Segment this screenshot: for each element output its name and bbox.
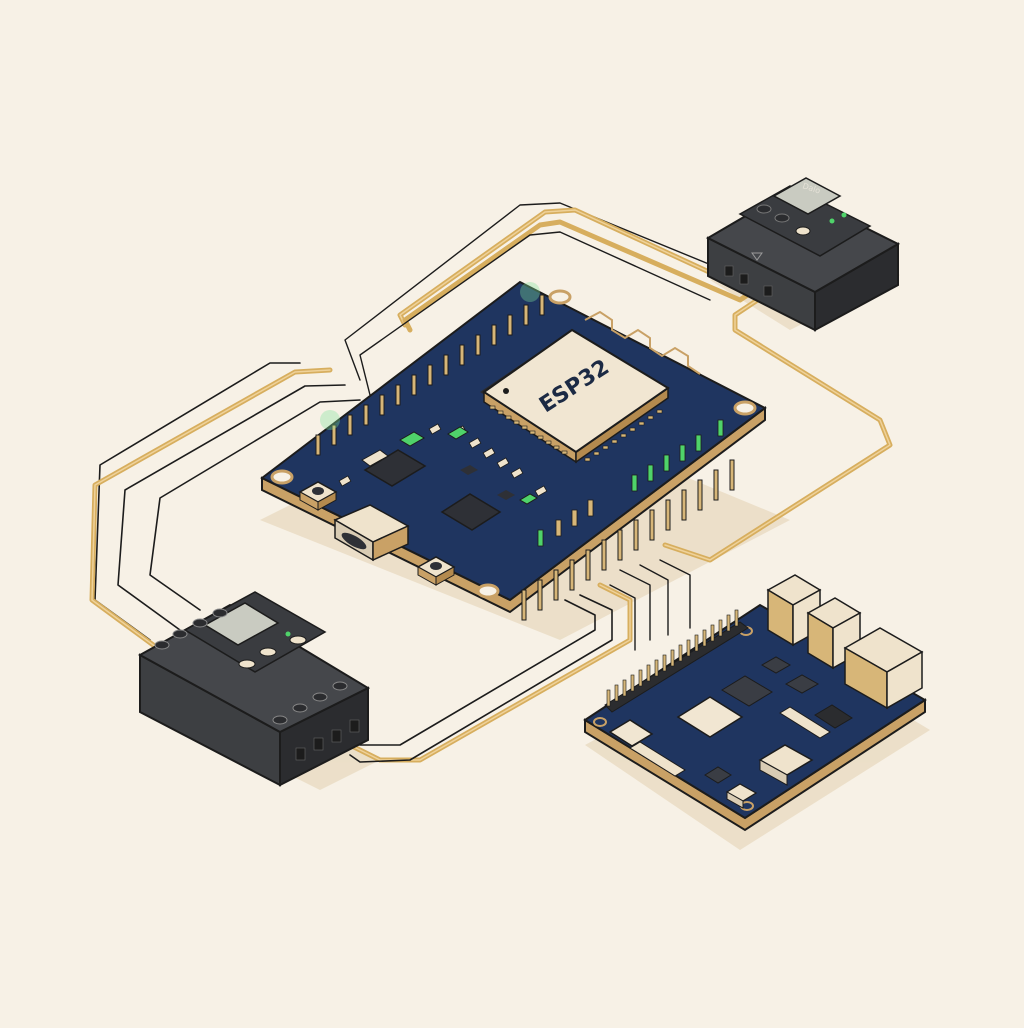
meter-button bbox=[289, 635, 307, 645]
terminal-screws bbox=[154, 608, 348, 725]
terminal bbox=[331, 729, 342, 743]
meter-button bbox=[259, 647, 277, 657]
gold-wire-core bbox=[319, 584, 631, 761]
black-wire bbox=[639, 564, 669, 636]
meter-button bbox=[756, 204, 772, 214]
gold-wire bbox=[402, 219, 755, 333]
terminal bbox=[349, 719, 360, 733]
black-wire bbox=[609, 584, 636, 651]
ic-chip bbox=[704, 766, 732, 784]
mounting-hole bbox=[476, 583, 500, 599]
sbc-board[interactable] bbox=[583, 574, 927, 832]
boot-button[interactable] bbox=[416, 556, 456, 586]
status-leds bbox=[320, 282, 724, 547]
mounting-hole bbox=[270, 469, 294, 485]
ic-chip bbox=[784, 674, 820, 694]
camera-connector bbox=[779, 706, 831, 739]
mounting-hole bbox=[593, 717, 607, 727]
black-wire bbox=[344, 202, 761, 381]
audio-jack bbox=[814, 704, 853, 729]
ram-chip bbox=[721, 675, 773, 707]
wifi-module bbox=[608, 719, 654, 747]
gpio-header bbox=[604, 609, 749, 713]
meter-button bbox=[774, 213, 790, 223]
terminal bbox=[724, 265, 734, 277]
pin-header-top bbox=[315, 294, 545, 456]
meter-bottom-left[interactable] bbox=[137, 591, 371, 787]
usb-port-stack[interactable] bbox=[806, 597, 862, 670]
black-wire bbox=[149, 399, 361, 611]
meter-button bbox=[795, 226, 811, 236]
gold-wire-core bbox=[664, 294, 891, 561]
pin-header-bottom bbox=[521, 459, 735, 621]
green-smd-led bbox=[519, 493, 538, 505]
display-connector bbox=[629, 741, 686, 777]
green-smd-led bbox=[399, 431, 425, 447]
meter-led bbox=[829, 218, 835, 224]
black-wire bbox=[359, 231, 711, 396]
terminal bbox=[313, 737, 324, 751]
ic-chip bbox=[760, 656, 792, 674]
gold-wire-core bbox=[399, 209, 749, 326]
meter-led bbox=[841, 212, 847, 218]
micro-usb-port[interactable] bbox=[725, 783, 758, 809]
esp32-board[interactable]: ESP32 bbox=[260, 280, 767, 621]
usb-uart-chip bbox=[440, 493, 502, 531]
arrow-mark bbox=[751, 252, 763, 261]
small-transistor bbox=[497, 490, 515, 500]
terminal bbox=[739, 273, 749, 285]
gold-wire-core bbox=[91, 369, 331, 651]
chip-pads bbox=[489, 405, 663, 462]
hdmi-port[interactable] bbox=[758, 744, 814, 786]
meter-led bbox=[285, 631, 291, 637]
meter-button bbox=[238, 659, 256, 669]
black-wire bbox=[117, 384, 346, 631]
soc-chip bbox=[676, 696, 744, 738]
reset-button[interactable] bbox=[298, 481, 338, 511]
wifi-antenna-trace bbox=[584, 310, 701, 375]
black-wire bbox=[619, 569, 651, 641]
mounting-hole bbox=[548, 289, 572, 305]
lcd-screen bbox=[772, 177, 842, 215]
usb-c-port[interactable] bbox=[333, 504, 410, 562]
pin1-dot bbox=[503, 388, 509, 394]
mounting-hole bbox=[733, 400, 757, 416]
green-smd-led bbox=[447, 426, 469, 440]
meter-top-right[interactable]: Dalo bbox=[705, 177, 901, 332]
small-transistor bbox=[460, 465, 478, 475]
lcd-screen bbox=[203, 602, 280, 646]
black-wire bbox=[659, 559, 691, 629]
esp32-chip bbox=[482, 328, 670, 454]
terminal bbox=[763, 285, 773, 297]
black-wire bbox=[94, 362, 301, 641]
black-wire bbox=[349, 594, 613, 763]
wire-bundle bbox=[89, 202, 893, 763]
ethernet-port[interactable] bbox=[843, 627, 924, 710]
terminal bbox=[295, 747, 306, 761]
